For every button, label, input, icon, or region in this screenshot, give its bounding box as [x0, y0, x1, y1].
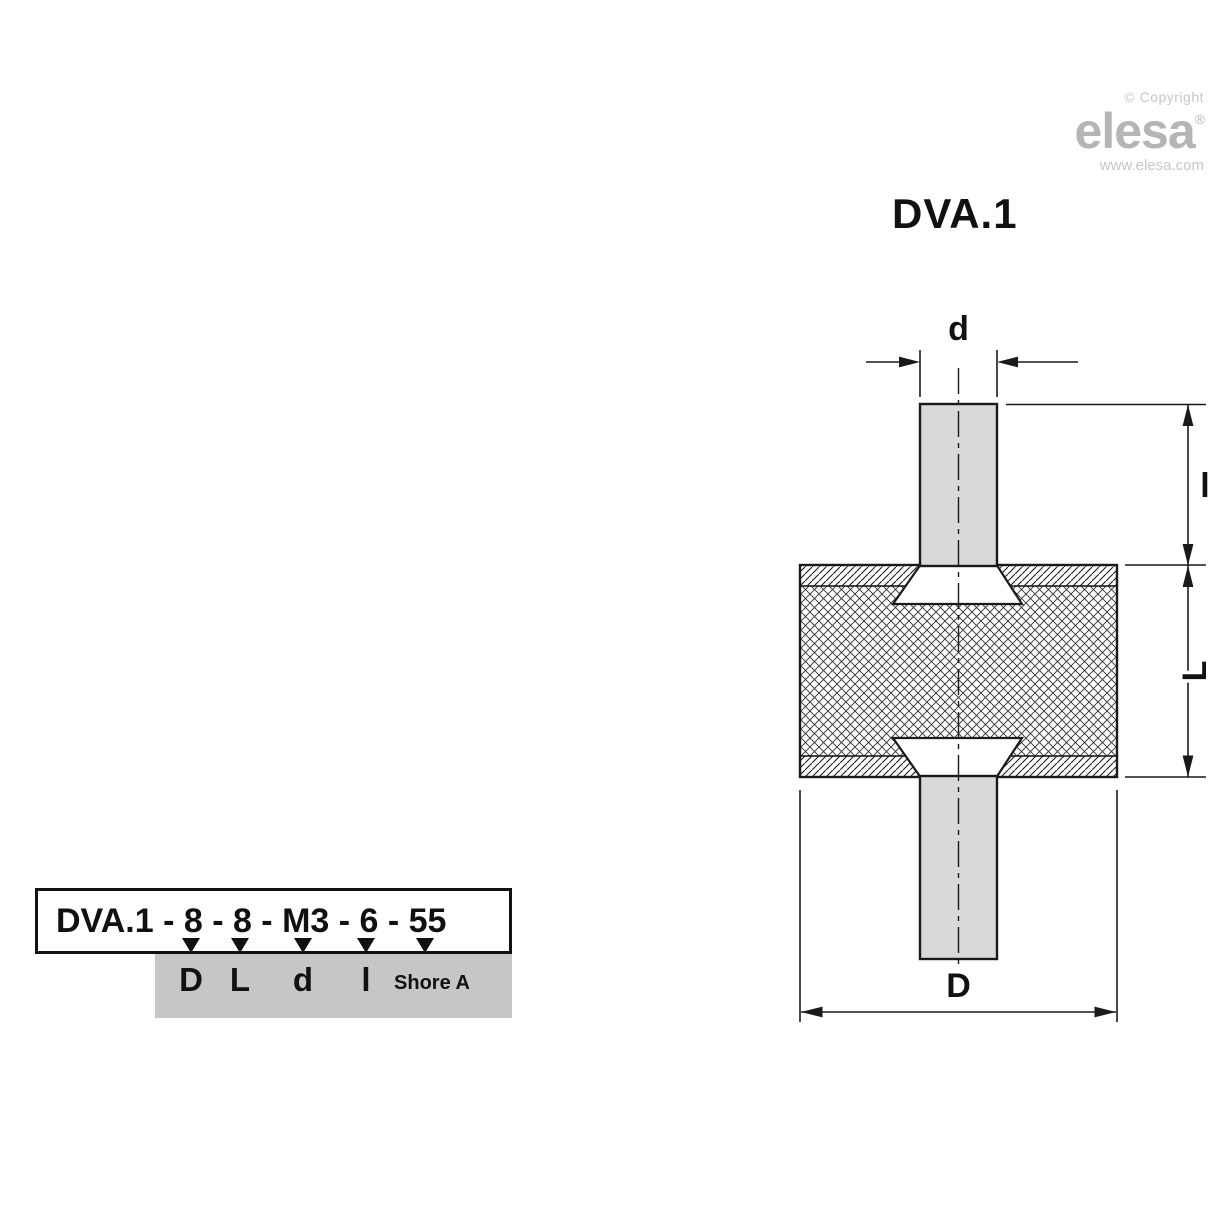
registered-mark: ®: [1194, 111, 1205, 128]
website-text: www.elesa.com: [1099, 156, 1204, 174]
damper-part: [798, 368, 1119, 968]
label-d: d: [292, 961, 314, 998]
arrow-left-icon: [899, 356, 920, 368]
pointer-triangle: [416, 938, 434, 953]
pointer-triangle: [294, 938, 312, 953]
dimension-label-D: D: [946, 967, 971, 1005]
code-label-panel: [155, 954, 512, 1018]
arrow-up-icon: [1182, 565, 1194, 587]
copyright-text: © Copyright: [1124, 89, 1204, 105]
order-code-box: DVA.1 - 8 - 8 - M3 - 6 - 55: [35, 888, 512, 954]
elesa-logo: elesa®: [1074, 103, 1205, 160]
arrow-left-icon: [801, 1006, 823, 1018]
dimension-label-d: d: [948, 310, 969, 348]
label-L: L: [229, 961, 251, 998]
label-l: l: [361, 961, 371, 998]
arrow-up-icon: [1182, 404, 1194, 426]
arrow-down-icon: [1182, 755, 1194, 777]
dimension-L: L: [1125, 565, 1214, 778]
brand-block: © Copyright elesa® www.elesa.com: [1074, 89, 1205, 174]
dimension-l-extension-lines: [1006, 403, 1206, 566]
arrow-right-icon: [997, 356, 1018, 368]
order-code-text: DVA.1 - 8 - 8 - M3 - 6 - 55: [56, 901, 447, 940]
dimension-l: l: [1006, 403, 1213, 566]
label-shore-a: Shore A: [394, 972, 470, 994]
dimension-D-extension-lines: [799, 790, 1118, 1022]
page-title: DVA.1: [892, 190, 1018, 237]
elesa-logo-text: elesa: [1074, 103, 1196, 160]
pointer-triangle: [231, 938, 249, 953]
dimension-d-extension-lines: [919, 350, 998, 397]
dimension-label-l: l: [1200, 467, 1209, 505]
pointer-triangle: [182, 938, 200, 953]
dimension-D: D: [799, 790, 1118, 1022]
dimension-label-L: L: [1176, 661, 1214, 682]
dimension-d: d: [866, 307, 1078, 397]
label-D: D: [179, 961, 203, 998]
arrow-down-icon: [1182, 544, 1194, 566]
pointer-triangle: [357, 938, 375, 953]
arrow-right-icon: [1094, 1006, 1116, 1018]
